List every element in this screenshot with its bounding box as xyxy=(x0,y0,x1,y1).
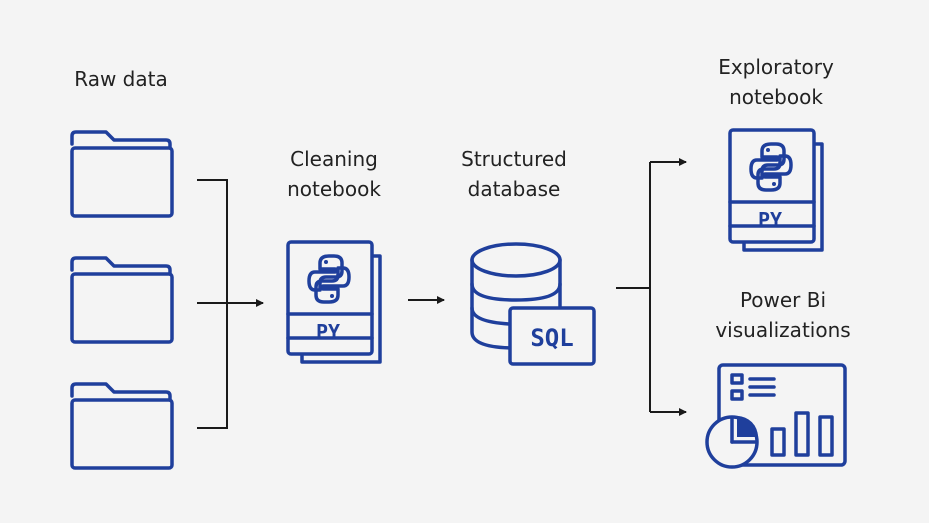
folder-icon xyxy=(70,130,174,218)
raw-data-label: Raw data xyxy=(74,67,168,91)
folder-icon xyxy=(70,256,174,344)
structured-database-label: Structured database xyxy=(461,147,567,201)
exploratory-notebook-label: Exploratory notebook xyxy=(718,55,834,109)
dashboard-icon xyxy=(705,363,847,469)
sql-badge: SQL xyxy=(530,324,573,352)
python-notebook-icon xyxy=(288,242,380,362)
sql-database-icon xyxy=(470,242,596,366)
cleaning-notebook-label: Cleaning notebook xyxy=(287,147,381,201)
python-notebook-icon xyxy=(730,130,822,250)
cleaning-py-badge: PY xyxy=(316,320,340,344)
folder-icon xyxy=(70,382,174,470)
power-bi-label: Power Bi visualizations xyxy=(715,288,851,342)
exploratory-py-badge: PY xyxy=(758,208,782,232)
